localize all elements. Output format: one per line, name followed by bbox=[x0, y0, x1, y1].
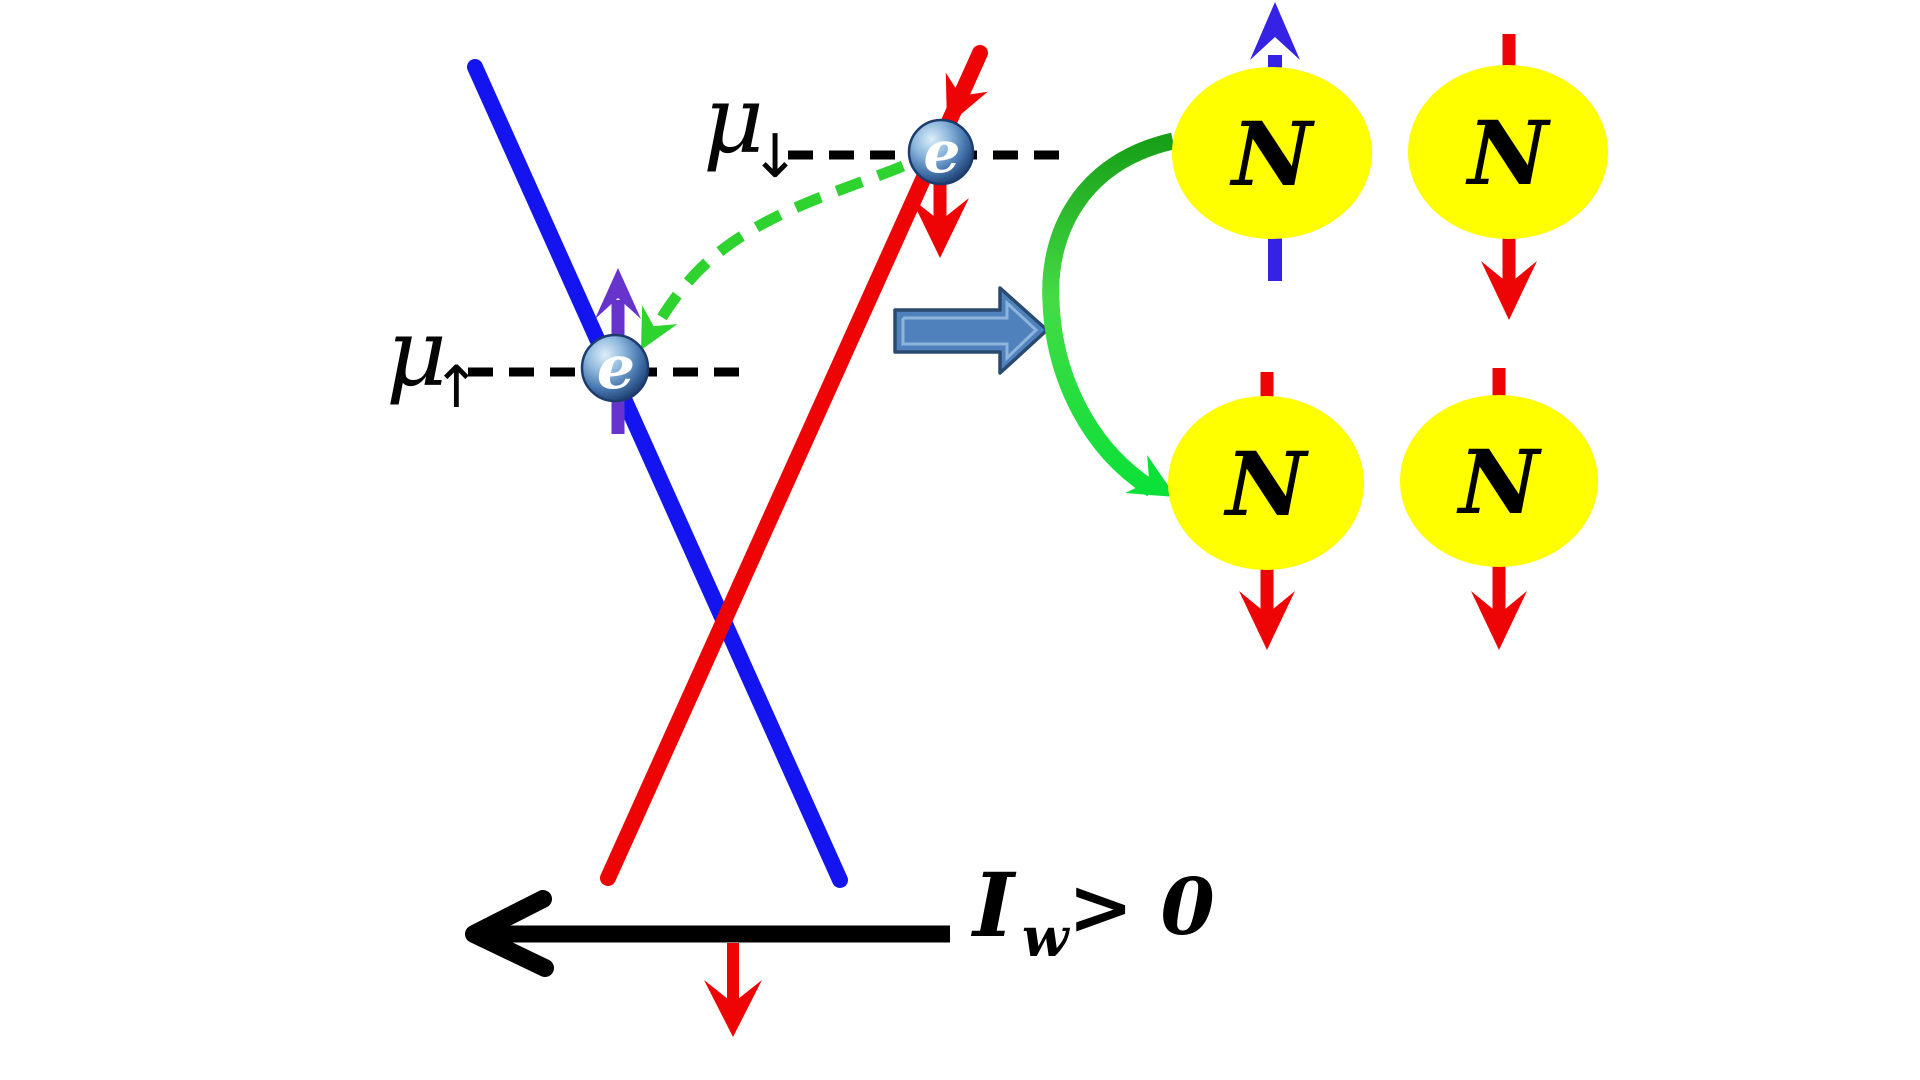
mu-up-label: μ bbox=[386, 299, 447, 408]
mu-down-label: μ bbox=[703, 66, 764, 175]
band-motion-arrowhead bbox=[945, 72, 988, 126]
nucleus-2-circle bbox=[1408, 65, 1608, 239]
nuclear-flip-arrowhead bbox=[1125, 454, 1176, 497]
nucleus-3-spin-arrowhead bbox=[1239, 591, 1295, 650]
nucleus-4-spin-arrowhead bbox=[1471, 591, 1527, 650]
current-label-subscript: w bbox=[1022, 905, 1071, 969]
nucleus-3-label: N bbox=[1223, 432, 1310, 536]
nucleus-4-label: N bbox=[1456, 430, 1543, 534]
nucleus-1-label: N bbox=[1229, 102, 1316, 206]
current-label-base: I bbox=[970, 853, 1017, 957]
mu-up-subscript-arrow: ↑ bbox=[432, 353, 481, 421]
nucleus-2-spin-arrowhead bbox=[1481, 261, 1537, 320]
spin-up-band-line bbox=[467, 59, 848, 888]
net-spin-down-arrowhead bbox=[704, 980, 762, 1037]
spin-flip-scattering-arc bbox=[646, 160, 906, 339]
nuclear-flip-arc bbox=[1042, 132, 1175, 497]
electron-left-label: e bbox=[597, 333, 635, 403]
nucleus-4-circle bbox=[1400, 395, 1598, 567]
spin-down-band-line bbox=[600, 45, 988, 886]
electron-spin-down-arrowhead bbox=[911, 198, 969, 258]
spin-flip-arrowhead bbox=[641, 305, 678, 350]
implies-block-arrow-highlight bbox=[901, 299, 1039, 362]
nucleus-1-circle bbox=[1172, 67, 1372, 239]
implies-block-arrow bbox=[893, 286, 1049, 375]
nucleus-2-label: N bbox=[1465, 101, 1552, 205]
current-arrowhead bbox=[465, 890, 554, 977]
electron-left-sphere bbox=[580, 333, 650, 403]
electron-right-label: e bbox=[924, 118, 961, 186]
electron-spin-up-arrowhead bbox=[595, 268, 641, 319]
nucleus-1-spin-arrowhead bbox=[1250, 2, 1300, 60]
nucleus-3-circle bbox=[1168, 396, 1364, 570]
current-label-inequality: > 0 bbox=[1068, 862, 1215, 953]
mu-down-subscript-arrow: ↓ bbox=[750, 122, 800, 192]
electron-right-sphere bbox=[907, 118, 975, 186]
